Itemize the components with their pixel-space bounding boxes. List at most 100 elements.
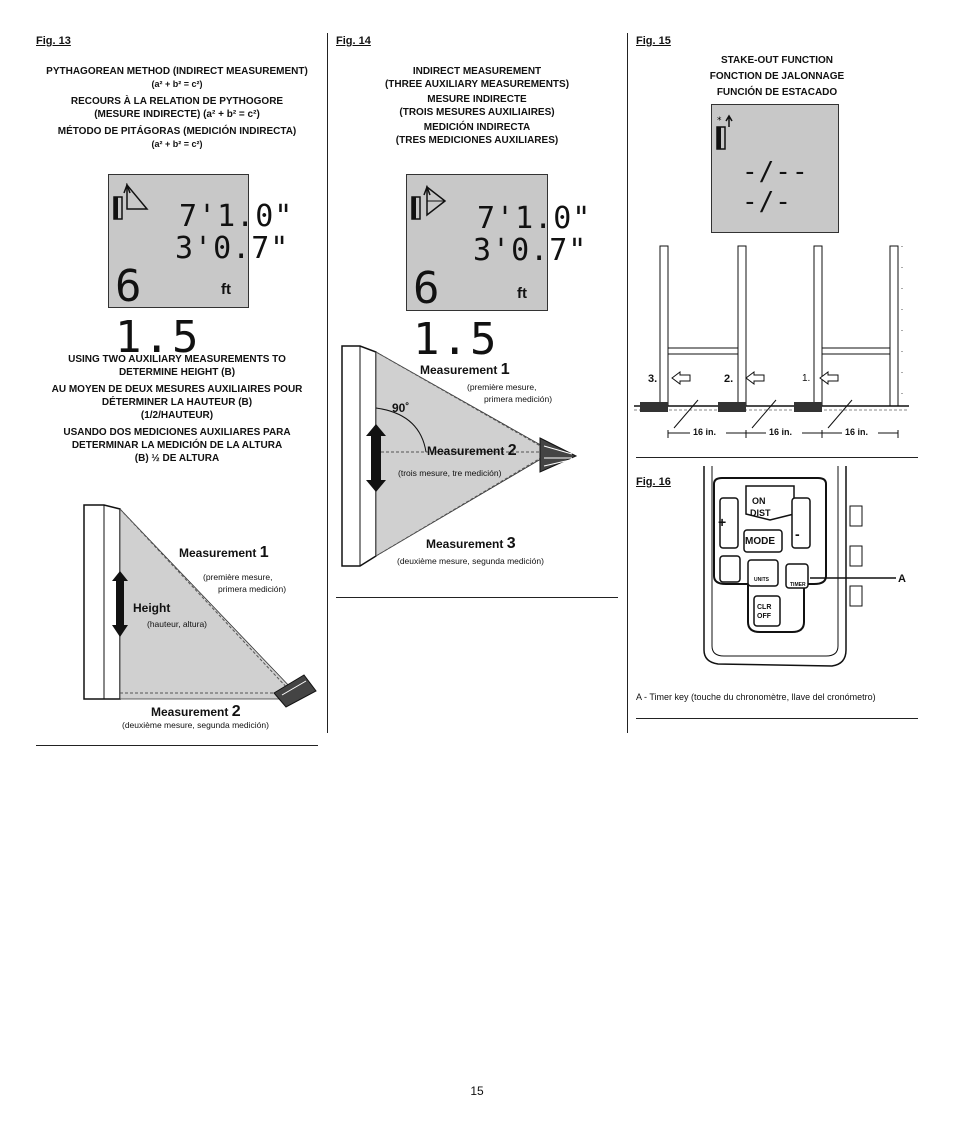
fig13-subheader-line: (1/2/HAUTEUR) (140, 410, 214, 421)
fig13-measurement1-label: Measurement 1 (179, 544, 269, 562)
fig14-measurement1-label: Measurement 1 (420, 361, 510, 379)
fig14-m3-number: 3 (506, 535, 516, 552)
fig15-bottom-rule (636, 457, 918, 458)
fig13-m2-number: 2 (231, 703, 241, 720)
timer-button: TIMER (790, 582, 806, 588)
indirect-measure-icon (411, 184, 447, 220)
pythagoras-icon (113, 182, 149, 220)
fig13-lcd-unit: ft (221, 281, 231, 298)
fig15-lcd-display: * -/---/- (711, 104, 839, 233)
fig14-measurement2-label: Measurement 2 (427, 442, 517, 460)
fig13-m2-sub: (deuxième mesure, segunda medición) (122, 720, 269, 730)
fig14-header-line: MESURE INDIRECTE (427, 94, 527, 105)
minus-button: - (795, 526, 800, 542)
fig16-label: Fig. 16 (636, 476, 671, 488)
plus-button: + (718, 514, 727, 530)
fig16-bottom-rule (636, 718, 918, 719)
fig15-spacing-2: 16 in. (769, 427, 793, 437)
svg-text:*: * (717, 116, 722, 126)
fig13-height-sub: (hauteur, altura) (147, 619, 208, 629)
fig14-angle-label: 90˚ (392, 401, 410, 415)
fig14-m1-text: Measurement (420, 363, 498, 377)
fig14-label: Fig. 14 (336, 35, 371, 47)
fig14-m2-sub: (trois mesure, tre medición) (398, 468, 502, 478)
fig13-subheader-line: AU MOYEN DE DEUX MESURES AUXILIAIRES POU… (51, 384, 303, 395)
fig15-header-line: FONCTION DE JALONNAGE (709, 71, 845, 82)
fig14-bottom-rule (336, 597, 618, 598)
fig15-header-line: FUNCIÓN DE ESTACADO (716, 87, 838, 98)
fig13-subheader-line: DETERMINAR LA MEDICIÓN DE LA ALTURA (71, 440, 283, 451)
fig13-header-line: RECOURS À LA RELATION DE PYTHOGORE (70, 96, 284, 107)
fig13-header-line: MÉTODO DE PITÁGORAS (MEDICIÓN INDIRECTA) (57, 126, 297, 137)
fig13-subheader-line: USANDO DOS MEDICIONES AUXILIARES PARA (63, 427, 291, 438)
fig15-spacing-3: 16 in. (845, 427, 869, 437)
fig14-measurement3-label: Measurement 3 (426, 535, 516, 553)
fig13-lcd-display: 7'1.0" 3'0.7" 6 1.5 ft (108, 174, 292, 363)
fig15-header-line: STAKE-OUT FUNCTION (720, 55, 834, 66)
fig14-m3-sub: (deuxième mesure, segunda medición) (397, 556, 544, 566)
fig13-lcd-line3: 6 1.5 (115, 261, 201, 363)
column-divider (627, 33, 628, 733)
fig13-label: Fig. 13 (36, 35, 71, 47)
on-button: ON (752, 496, 766, 506)
fig14-header-line: (TROIS MESURES AUXILIAIRES) (399, 107, 555, 118)
fig13-subheader-line: DÉTERMINER LA HAUTEUR (B) (101, 397, 253, 408)
fig15-marker-1: 1. (802, 373, 811, 384)
fig14-m1-sub2: primera medición) (484, 394, 553, 404)
fig13-m1-text: Measurement (179, 546, 257, 560)
fig14-m2-number: 2 (507, 442, 517, 459)
fig14-lcd-display: 7'1.0" 3'0.7" 6 1.5 ft (406, 174, 590, 365)
fig14-m3-text: Measurement (426, 537, 504, 551)
clr-button: CLR (757, 604, 772, 611)
fig16-caption: A - Timer key (touche du chronomètre, ll… (636, 692, 876, 702)
fig14-header-line: MEDICIÓN INDIRECTA (423, 122, 531, 133)
fig13-height-label: Height (133, 601, 171, 615)
stake-out-icon: * (716, 114, 733, 150)
fig13-m1-sub1: (première mesure, (203, 572, 273, 582)
fig14-m1-number: 1 (500, 361, 510, 378)
off-button: OFF (757, 613, 771, 620)
fig14-indirect-diagram (341, 345, 578, 567)
fig14-lcd-line2: 3'0.7" (473, 233, 588, 268)
fig15-marker-2: 2. (724, 373, 734, 385)
fig14-m1-sub1: (première mesure, (467, 382, 537, 392)
fig13-header-line: (a² + b² = c²) (151, 79, 203, 89)
fig15-stud-diagram (634, 245, 909, 438)
fig13-lcd-line1: 7'1.0" (179, 199, 294, 234)
fig13-header-line: (MESURE INDIRECTE) (a² + b² = c²) (94, 109, 260, 120)
fig13-subheader: USING TWO AUXILIARY MEASUREMENTS TO DETE… (36, 353, 318, 465)
fig15-lcd-value: -/---/- (742, 157, 809, 217)
fig15-header: STAKE-OUT FUNCTION FONCTION DE JALONNAGE… (636, 53, 918, 101)
fig13-subheader-line: (B) ½ DE ALTURA (134, 453, 220, 464)
fig14-header-line: (TRES MEDICIONES AUXILIARES) (395, 135, 559, 146)
fig16-keypad-diagram (703, 466, 896, 667)
fig13-subheader-line: USING TWO AUXILIARY MEASUREMENTS TO (68, 354, 286, 365)
fig13-bottom-rule (36, 745, 318, 746)
fig13-header: PYTHAGOREAN METHOD (INDIRECT MEASUREMENT… (36, 65, 318, 151)
mode-button: MODE (745, 536, 775, 547)
page-number: 15 (470, 1084, 484, 1098)
fig14-header-line: INDIRECT MEASUREMENT (412, 66, 542, 77)
column-divider (327, 33, 328, 733)
fig14-header-line: (THREE AUXILIARY MEASUREMENTS) (384, 79, 570, 90)
fig13-subheader-line: DETERMINE HEIGHT (B) (118, 367, 236, 378)
fig14-lcd-line3: 6 1.5 (413, 263, 499, 365)
fig13-measurement2-label: Measurement 2 (151, 703, 241, 721)
units-button: UNITS (754, 577, 769, 583)
fig14-lcd-line1: 7'1.0" (477, 201, 592, 236)
fig13-m1-sub2: primera medición) (218, 584, 287, 594)
fig14-header: INDIRECT MEASUREMENT (THREE AUXILIARY ME… (336, 65, 618, 147)
fig13-height-diagram (83, 504, 317, 708)
timer-callout-label: A (898, 573, 906, 585)
fig13-m2-text: Measurement (151, 705, 229, 719)
fig15-marker-3: 3. (648, 373, 658, 385)
fig15-label: Fig. 15 (636, 35, 671, 47)
fig13-header-line: PYTHAGOREAN METHOD (INDIRECT MEASUREMENT… (46, 66, 308, 77)
fig14-m2-text: Measurement (427, 444, 505, 458)
fig14-lcd-unit: ft (517, 285, 527, 302)
fig13-lcd-line2: 3'0.7" (175, 231, 290, 266)
fig15-spacing-1: 16 in. (693, 427, 717, 437)
fig13-m1-number: 1 (259, 544, 269, 561)
fig13-header-line: (a² + b² = c²) (151, 139, 203, 149)
dist-button: DIST (750, 508, 771, 518)
